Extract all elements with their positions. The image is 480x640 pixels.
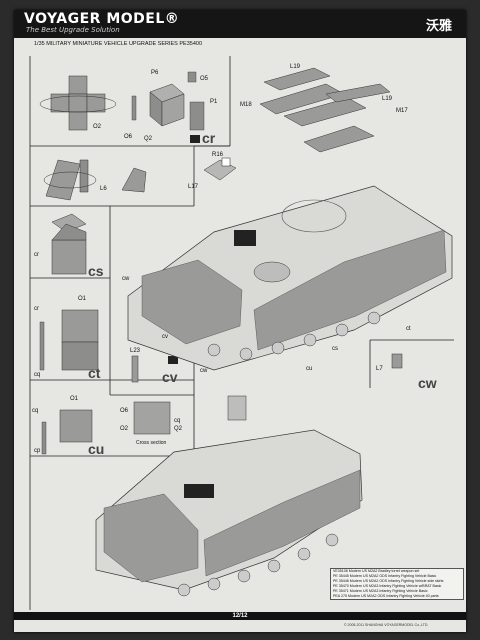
label-cr-small: cr [34, 252, 39, 258]
label-cr-ct: cr [34, 306, 39, 312]
brand-tagline: The Best Upgrade Solution [26, 26, 120, 34]
label-R16: R16 [212, 152, 224, 158]
label-cq-a: cq [34, 372, 40, 378]
vehicle-upper-drawing: cw cv cs ct cu cw [122, 185, 453, 374]
series-title: 1/35 MILITARY MINIATURE VEHICLE UPGRADE … [34, 41, 203, 47]
label-L19-a: L19 [290, 64, 301, 70]
big-label-cu: cu [88, 441, 104, 457]
label-Q2-b: Q2 [174, 426, 183, 432]
label-cp: cp [34, 448, 41, 454]
box-fold-step: O2 P6 O5 P1 O6 Q2 cr [39, 70, 218, 146]
label-O1-a: O1 [78, 296, 87, 302]
label-cq-b: cq [32, 408, 38, 414]
cw-step: L7 cw [376, 353, 437, 391]
step-marker-icon-cv [168, 356, 178, 364]
cv-step: L23 cv [130, 348, 178, 385]
reference-item: VE35106 Modern US M2A2 Bradley turret we… [333, 569, 420, 573]
label-O2: O2 [93, 124, 102, 130]
big-label-cw: cw [418, 375, 437, 391]
detail-marker-icon [221, 157, 231, 167]
grille-step: R16 L17 [188, 152, 237, 190]
brand-chinese-logo: 沃雅 [425, 19, 452, 34]
label-cq-c: cq [174, 418, 180, 424]
label-P6: P6 [151, 70, 159, 76]
label-L7: L7 [376, 366, 383, 372]
label-L17: L17 [188, 184, 199, 190]
label-M17: M17 [396, 108, 408, 114]
page-number: 12/12 [232, 613, 248, 619]
reference-item: PE 35446 Modern US M2A2 ODS Infantry Fig… [333, 579, 444, 583]
label-L19-b: L19 [382, 96, 393, 102]
cu-box-step: O1 cq cp cu [32, 396, 104, 457]
footer-bar [14, 612, 466, 620]
label-O5: O5 [200, 76, 209, 82]
label-P1: P1 [210, 99, 218, 105]
panel-borders [29, 56, 454, 610]
label-L23: L23 [130, 348, 141, 354]
reference-item: PE 35471 Modern US M2A3 Infantry Fightin… [333, 589, 428, 593]
wedge-step: L6 [43, 159, 147, 201]
vehicle-lower-drawing [95, 395, 363, 597]
big-label-cs: cs [88, 263, 104, 279]
label-O2-b: O2 [120, 426, 129, 432]
label-O6-b: O6 [120, 408, 129, 414]
label-Q2: Q2 [144, 136, 153, 142]
copyright-text: © 2005-2011 SHANGHAI VOYAGERMODEL Co.,LT… [344, 623, 429, 627]
label-L6: L6 [100, 186, 107, 192]
assembly-diagram: O2 P6 O5 P1 O6 Q2 cr L19 L19 M18 M17 [29, 56, 454, 610]
reference-item: PE 35470 Modern US M2A3 Infantry Fightin… [333, 584, 442, 588]
label-M18: M18 [240, 102, 252, 108]
reference-list: VE35106 Modern US M2A2 Bradley turret we… [330, 568, 464, 600]
label-O1-b: O1 [70, 396, 79, 402]
cross-section-step: O6 O2 cq Q2 Cross section [120, 401, 183, 446]
instruction-sheet: VOYAGER MODEL® The Best Upgrade Solution… [14, 10, 466, 632]
label-cu-a: cu [306, 366, 312, 372]
label-ct-a: ct [406, 326, 411, 332]
label-cv-a: cv [162, 334, 168, 340]
reference-item: PEA 275 Modern US M2A2 ODS Infantry Figh… [333, 594, 439, 598]
cs-box-step: cr cs [34, 213, 104, 279]
label-cs-a: cs [332, 346, 338, 352]
label-cw-a: cw [122, 276, 130, 282]
brand-logo: VOYAGER MODEL® [24, 11, 180, 27]
roof-plates-step: L19 L19 M18 M17 [240, 64, 408, 153]
big-label-cv: cv [162, 369, 178, 385]
label-cw-b: cw [200, 368, 208, 374]
big-label-ct: ct [88, 365, 101, 381]
header-bar: VOYAGER MODEL® The Best Upgrade Solution… [14, 10, 466, 38]
cross-section-caption: Cross section [136, 440, 167, 446]
ct-stack-step: O1 cr cq ct [34, 296, 101, 381]
reference-item: PE 35445 Modern US M2A2 ODS Infantry Fig… [333, 574, 437, 578]
big-label-cr: cr [202, 130, 216, 146]
step-marker-icon [190, 135, 200, 143]
label-O6: O6 [124, 134, 133, 140]
